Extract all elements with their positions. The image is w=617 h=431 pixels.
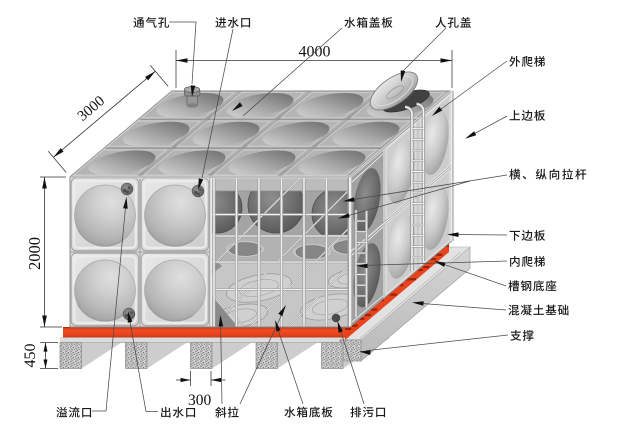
svg-text:300: 300 xyxy=(188,392,212,409)
svg-text:450: 450 xyxy=(22,344,39,368)
svg-text:2000: 2000 xyxy=(25,237,44,270)
